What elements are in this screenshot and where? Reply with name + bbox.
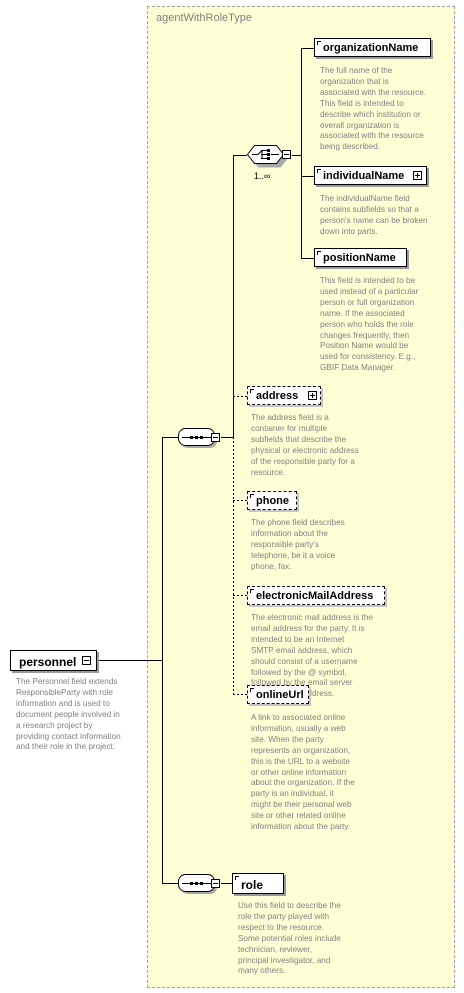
element-personnel[interactable]: personnel — [10, 650, 97, 671]
expand-individualName-toggle[interactable] — [413, 171, 422, 180]
onlineUrl-documentation: A link to associated online information,… — [251, 713, 355, 832]
choice-compositor-icon — [246, 145, 288, 168]
element-individualName-label: individualName — [323, 170, 405, 182]
element-marker-icon — [250, 494, 254, 498]
element-positionName-label: positionName — [323, 252, 396, 264]
element-marker-icon — [317, 169, 321, 173]
element-onlineUrl-label: onlineUrl — [256, 689, 304, 701]
element-onlineUrl[interactable]: onlineUrl — [247, 685, 309, 704]
choice-occurrence: 1..∞ — [254, 171, 271, 181]
element-role-label: role — [241, 878, 264, 892]
element-marker-icon — [250, 389, 254, 393]
element-marker-icon — [317, 251, 321, 255]
collapse-choice-toggle[interactable] — [282, 150, 291, 159]
element-electronicMailAddress-label: electronicMailAddress — [256, 590, 374, 602]
phone-documentation: The phone field describes information ab… — [251, 518, 345, 571]
individualName-documentation: The individualName field contains subfie… — [320, 194, 428, 236]
element-organizationName-label: organizationName — [323, 42, 419, 54]
address-documentation: The address field is a container for mul… — [251, 413, 359, 477]
element-phone-label: phone — [256, 495, 289, 507]
sequence-compositor-icon — [178, 428, 217, 448]
element-role[interactable]: role — [232, 873, 284, 894]
element-personnel-label: personnel — [19, 655, 77, 669]
element-address[interactable]: address — [247, 386, 321, 405]
element-positionName[interactable]: positionName — [314, 248, 407, 267]
element-marker-icon — [317, 41, 321, 45]
organizationName-documentation: The full name of the organization that i… — [320, 66, 427, 152]
element-marker-icon — [250, 589, 254, 593]
sequence-compositor-icon — [178, 874, 217, 894]
element-marker-icon — [250, 688, 254, 692]
complex-type-title: agentWithRoleType — [156, 12, 252, 24]
element-marker-icon — [235, 876, 239, 880]
element-electronicMailAddress[interactable]: electronicMailAddress — [247, 586, 385, 605]
element-phone[interactable]: phone — [247, 491, 297, 510]
collapse-sequence-2-toggle[interactable] — [211, 879, 220, 888]
electronicMailAddress-documentation: The electronic mail address is the email… — [251, 613, 373, 699]
role-documentation: Use this field to describe the role the … — [238, 901, 341, 976]
element-organizationName[interactable]: organizationName — [314, 38, 431, 57]
collapse-sequence-1-toggle[interactable] — [211, 433, 220, 442]
personnel-documentation: The Personnel field extends ResponsibleP… — [16, 677, 121, 752]
positionName-documentation: This field is intended to be used instea… — [320, 276, 419, 373]
expand-address-toggle[interactable] — [308, 391, 317, 400]
element-individualName[interactable]: individualName — [314, 166, 427, 185]
collapse-personnel-toggle[interactable] — [82, 656, 91, 665]
element-address-label: address — [256, 390, 299, 402]
